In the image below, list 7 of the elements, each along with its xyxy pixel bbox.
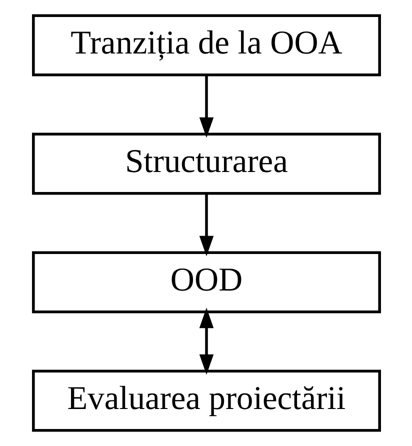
arrow (198, 193, 214, 256)
node-box: Evaluarea proiectării (32, 370, 380, 432)
arrow (198, 74, 214, 138)
node-box: Tranziția de la OOA (32, 14, 380, 76)
node-box: Structurarea (32, 132, 380, 195)
arrow (198, 308, 214, 375)
node-box: OOD (32, 251, 380, 314)
